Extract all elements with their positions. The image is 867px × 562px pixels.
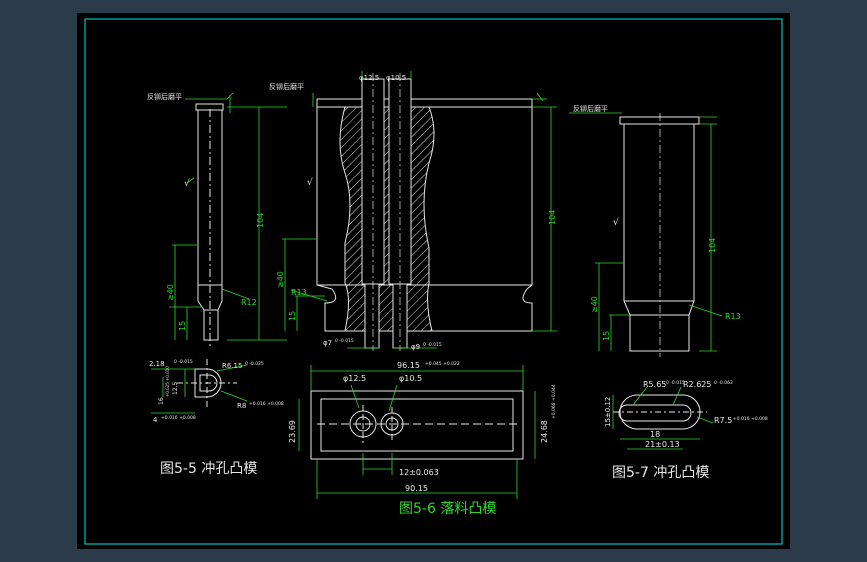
dim-mid-length: 104 [548,210,557,225]
dim-55-width: 2.18 [149,360,165,368]
dim-55-h4: 4 [153,416,158,424]
dim-56-phi12-5: φ12.5 [343,374,366,383]
dim-57-r565-tol: 0 -0.015 [666,380,685,386]
dim-57-r565: R5.65 [643,380,666,389]
punch-right-dims [569,112,723,352]
dim-55-h12-5: 12.5 [172,381,179,395]
dim-left-length: 104 [256,213,265,228]
dim-55-r8-tol: +0.016 +0.008 [249,401,284,407]
dim-57-r75: R7.5 [714,416,732,425]
surface-mark-mid: √ [307,177,313,188]
detail-57-view [613,394,707,430]
dim-right-15: 15 [602,331,611,341]
dim-right-length: 104 [708,238,717,253]
punch-left-dims [169,92,287,341]
punch-right-view [619,116,700,352]
detail-56-dims [298,365,536,499]
frame-border [84,18,783,545]
detail-55-view [177,359,237,407]
surface-mark-right: √ [613,217,619,228]
dim-55-width-tol: 0 -0.015 [174,359,193,365]
note-grind-left: 反铆后磨平 [147,92,182,101]
dim-56-h24-tol: +0.068 +0.044 [551,384,557,419]
detail-57-dims [612,386,714,450]
dim-55-r615-tol: 0 -0.025 [245,361,264,367]
dim-mid-phi9: φ9 [411,343,420,351]
detail-55-dims [151,364,248,414]
dim-57-h15: 15±0.12 [604,397,612,427]
detail-56-view [310,390,524,460]
caption-fig-5-7: 图5-7 冲孔凸模 [612,465,709,481]
dim-57-w21: 21±0.13 [645,440,680,449]
dim-56-width: 96.15 [397,361,420,370]
dim-55-h16: 16 [158,397,165,405]
punch-mid-centerlines [372,73,401,351]
dim-56-phi10-5: φ10.5 [399,374,422,383]
dim-left-r12: R12 [241,298,257,307]
note-grind-mid: 反铆后磨平 [269,82,304,91]
dim-56-h24: 24.68 [540,420,549,443]
dim-55-h16-tol: +0.025 +0.010 [165,366,170,397]
dim-mid-40: ≥40 [276,271,285,288]
caption-fig-5-5: 图5-5 冲孔凸模 [160,461,257,477]
dim-mid-phi10-5: φ10.5 [386,74,406,82]
punch-mid-section [339,106,435,332]
dim-left-15: 15 [178,321,187,331]
dim-57-r75-tol: +0.016 +0.008 [733,416,768,422]
dim-56-h23: 23.69 [288,420,297,443]
caption-fig-5-6: 图5-6 落料凸模 [399,501,496,517]
dim-mid-phi9-tol: 0 -0.015 [423,342,442,348]
dim-55-r8: R8 [237,402,246,410]
note-grind-right: 反铆后磨平 [573,104,608,113]
drawing-sheet: 反铆后磨平 104 ≥40 15 R12 √ 反铆后磨平 φ12.5 [77,13,790,549]
dim-mid-r13: R13 [291,288,307,297]
dim-57-r2625: R2.625 [683,380,711,389]
dim-right-r13: R13 [725,312,741,321]
punch-mid-dims [282,71,557,349]
surface-mark-left: √ [184,178,190,189]
dim-mid-phi7: φ7 [323,339,332,347]
cad-drawing: 反铆后磨平 104 ≥40 15 R12 √ 反铆后磨平 φ12.5 [84,18,783,545]
dim-55-h4-tol: +0.016 +0.008 [161,415,196,421]
dim-57-w18: 18 [650,430,660,439]
dim-56-w90: 90.15 [405,484,428,493]
dim-right-40: ≥40 [590,296,599,313]
dim-57-r2625-tol: 0 -0.063 [714,380,733,386]
dim-56-c12: 12±0.063 [399,468,439,477]
dim-55-r615: R6.15 [222,362,242,370]
dim-left-40: ≥40 [166,284,175,301]
dim-mid-phi12-5: φ12.5 [359,74,379,82]
dim-56-width-tol: +0.045 +0.022 [425,361,460,367]
punch-left-view [195,103,224,349]
dim-mid-15: 15 [288,311,297,321]
dim-mid-phi7-tol: 0 -0.015 [335,338,354,344]
